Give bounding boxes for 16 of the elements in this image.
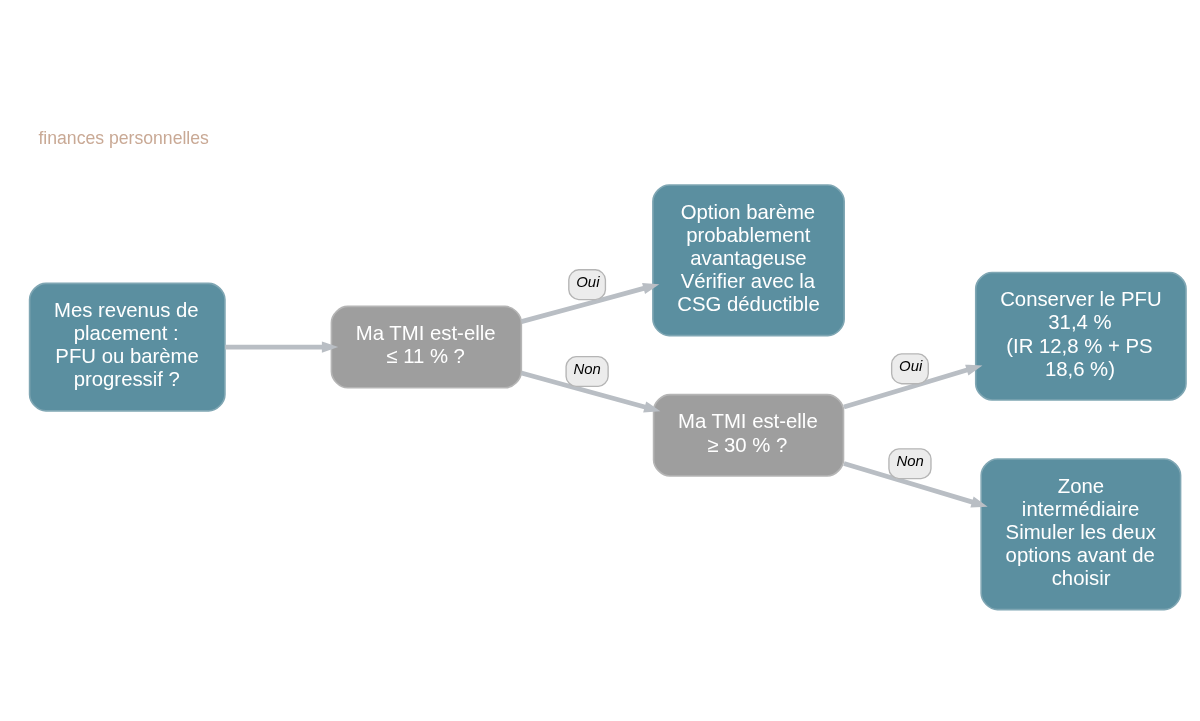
node-box: Zone intermédiaire Simuler les deux options avant de choisir bbox=[980, 457, 1182, 610]
node-box: Option barème probablement avantageuse Vérifier avec la CSG déductible bbox=[652, 183, 845, 336]
edge-label: Oui bbox=[899, 356, 923, 374]
edge-label: Non bbox=[896, 451, 924, 469]
node-box: Ma TMI est-elle ≤ 11 % ? bbox=[330, 305, 523, 389]
edge-label: Non bbox=[573, 359, 601, 377]
node-box: Mes revenus de placement : PFU ou barème progressif ? bbox=[28, 282, 226, 412]
edge-label: Oui bbox=[576, 272, 600, 290]
arrow bbox=[520, 370, 661, 412]
arrow bbox=[520, 282, 660, 324]
node-box: Conserver le PFU 31,4 % (IR 12,8 % + PS 18,6 %) bbox=[974, 271, 1187, 401]
label: finances personnelles bbox=[38, 127, 209, 148]
arrow bbox=[225, 340, 339, 353]
arrow bbox=[843, 460, 988, 507]
arrow bbox=[843, 364, 983, 409]
node-box: Ma TMI est-elle ≥ 30 % ? bbox=[652, 393, 845, 477]
